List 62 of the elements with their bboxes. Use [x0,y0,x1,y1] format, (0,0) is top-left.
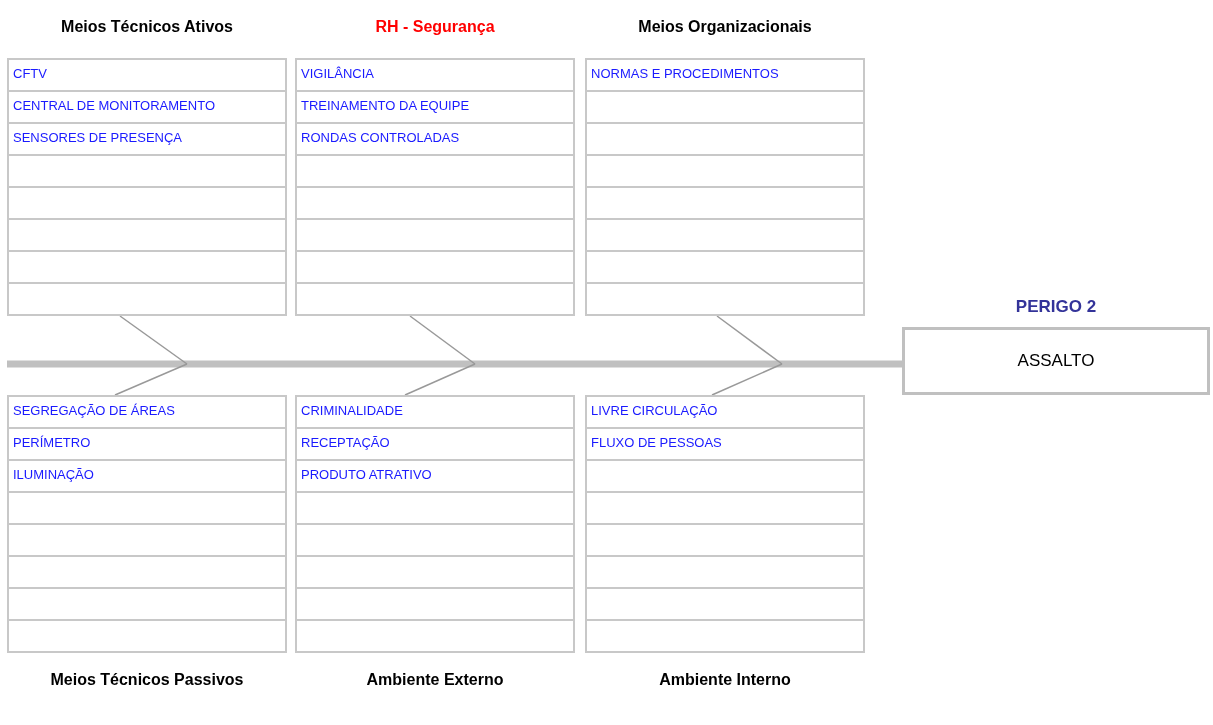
cause-cell: CENTRAL DE MONITORAMENTO [7,90,287,124]
empty-cell [295,250,575,284]
category-heading: Meios Organizacionais [637,18,813,36]
category-heading: Ambiente Interno [658,671,792,689]
category-heading: RH - Segurança [374,18,496,36]
empty-cell [585,619,865,653]
bone-line [114,363,188,396]
empty-cell [7,186,287,220]
cause-cell: RECEPTAÇÃO [295,427,575,461]
hazard-heading: PERIGO 2 [1014,297,1098,317]
cause-cell: PRODUTO ATRATIVO [295,459,575,493]
empty-cell [295,555,575,589]
empty-cell [585,491,865,525]
cause-cell: LIVRE CIRCULAÇÃO [585,395,865,429]
empty-cell [7,491,287,525]
empty-cell [7,587,287,621]
empty-cell [295,523,575,557]
hazard-box: ASSALTO [902,327,1210,395]
bone-line [409,315,476,365]
empty-cell [295,587,575,621]
cause-cell: NORMAS E PROCEDIMENTOS [585,58,865,92]
empty-cell [295,282,575,316]
cause-cell: VIGILÂNCIA [295,58,575,92]
empty-cell [585,90,865,124]
bone-line [119,315,188,365]
cause-cell: CFTV [7,58,287,92]
empty-cell [585,523,865,557]
empty-cell [7,619,287,653]
empty-cell [295,154,575,188]
bone-line [716,315,783,365]
empty-cell [295,186,575,220]
bone-line [404,363,476,396]
empty-cell [7,218,287,252]
cause-cell: CRIMINALIDADE [295,395,575,429]
cause-cell: ILUMINAÇÃO [7,459,287,493]
empty-cell [585,555,865,589]
empty-cell [585,282,865,316]
empty-cell [585,154,865,188]
empty-cell [7,523,287,557]
cause-cell: FLUXO DE PESSOAS [585,427,865,461]
category-heading: Meios Técnicos Ativos [60,18,234,36]
empty-cell [585,122,865,156]
category-heading: Meios Técnicos Passivos [49,671,245,689]
empty-cell [7,282,287,316]
empty-cell [7,555,287,589]
empty-cell [295,218,575,252]
empty-cell [585,459,865,493]
cause-cell: TREINAMENTO DA EQUIPE [295,90,575,124]
bone-line [711,363,783,396]
category-heading: Ambiente Externo [365,671,505,689]
empty-cell [295,491,575,525]
cause-cell: SENSORES DE PRESENÇA [7,122,287,156]
empty-cell [585,218,865,252]
empty-cell [585,250,865,284]
empty-cell [295,619,575,653]
cause-cell: SEGREGAÇÃO DE ÁREAS [7,395,287,429]
empty-cell [585,587,865,621]
empty-cell [585,186,865,220]
cause-cell: RONDAS CONTROLADAS [295,122,575,156]
cause-cell: PERÍMETRO [7,427,287,461]
empty-cell [7,250,287,284]
empty-cell [7,154,287,188]
